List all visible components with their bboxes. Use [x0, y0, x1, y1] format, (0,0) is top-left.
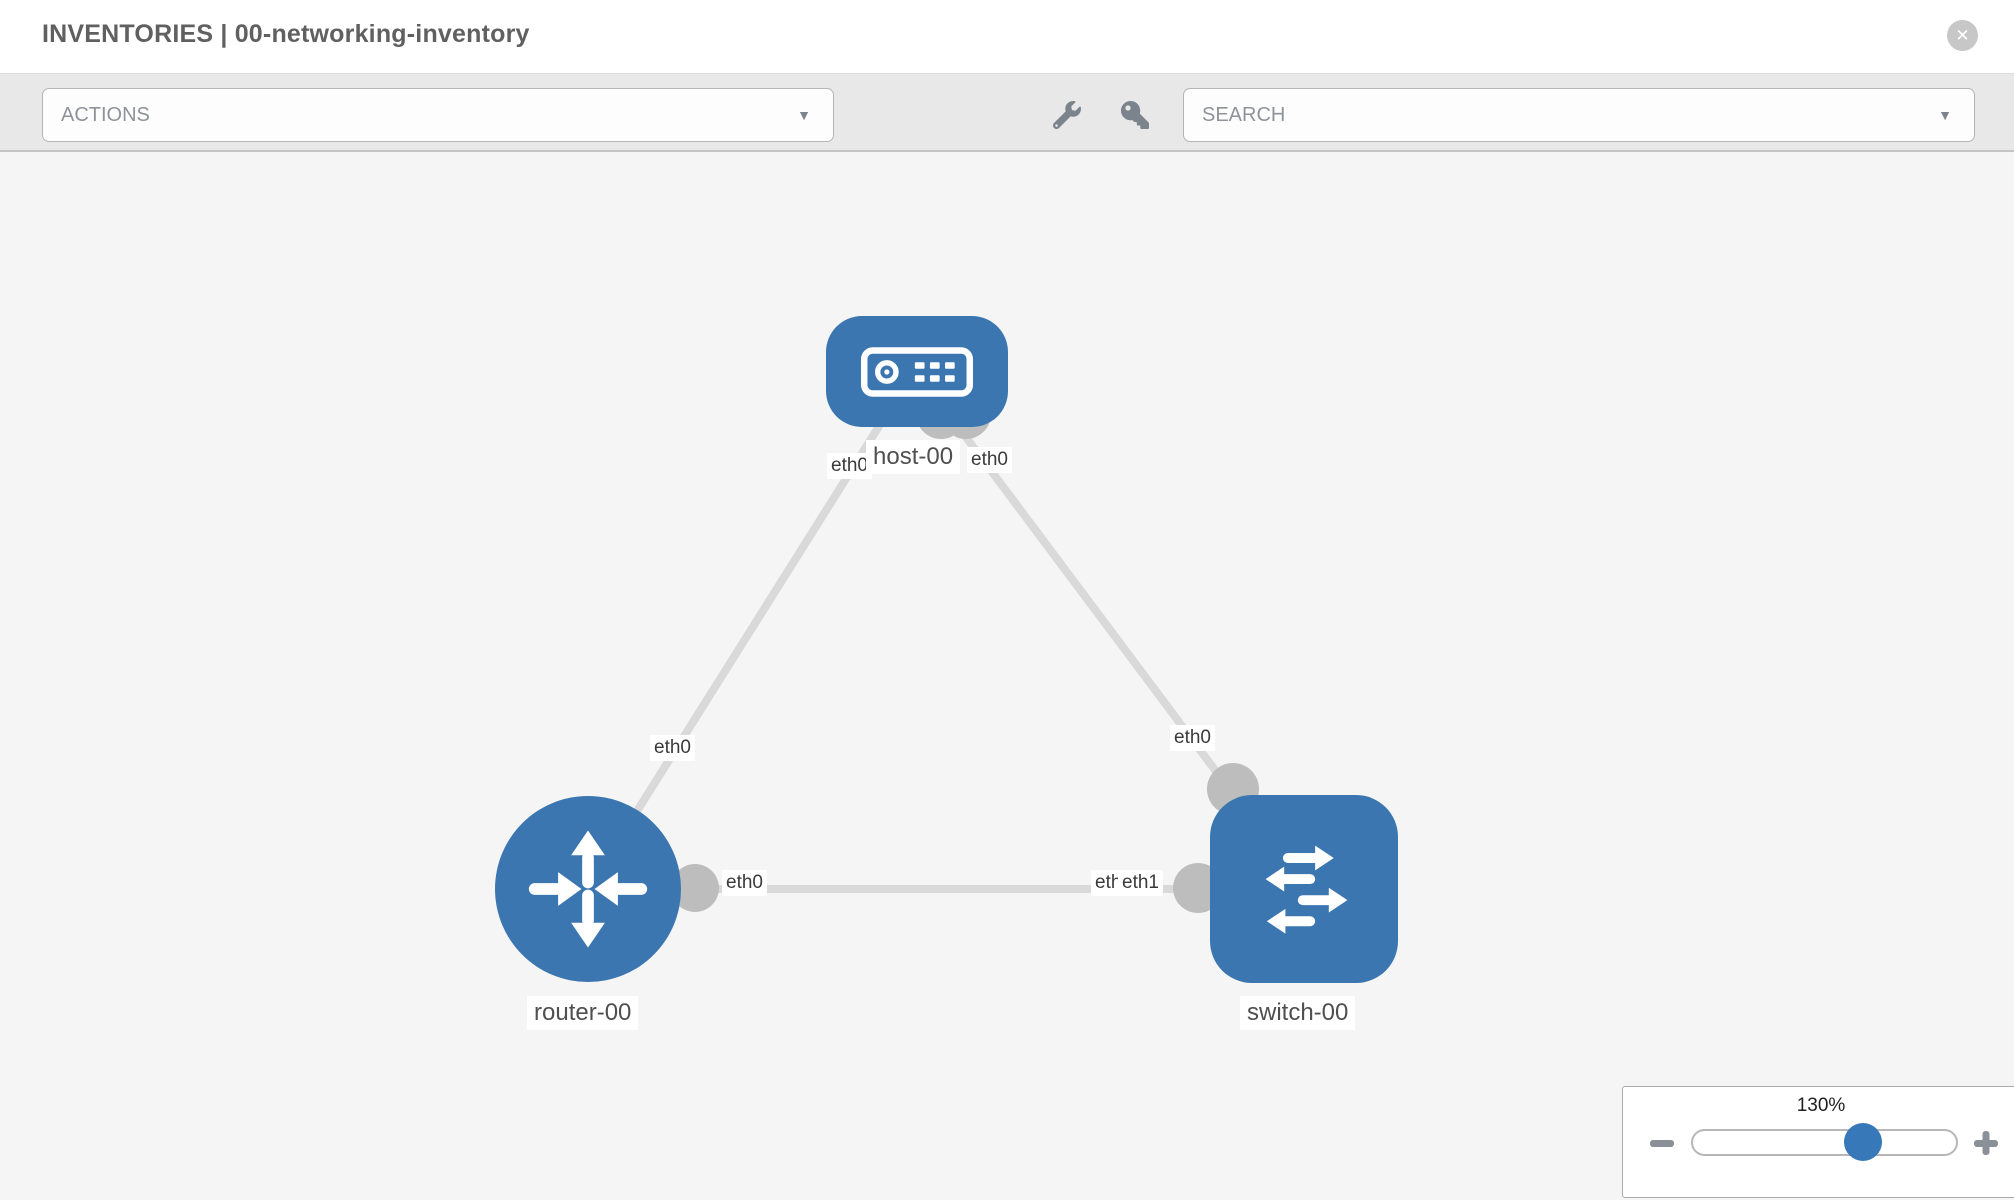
- toolbar: ACTIONS ▼ SEARCH ▼: [0, 73, 2014, 152]
- key-button[interactable]: [1118, 98, 1152, 132]
- node-label-router-00: router-00: [527, 996, 639, 1030]
- interface-dot: [671, 864, 719, 912]
- switch-icon: [1265, 845, 1348, 934]
- page-title: INVENTORIES | 00-networking-inventory: [42, 20, 530, 48]
- interface-label: eth0: [650, 735, 695, 761]
- host-icon: [861, 346, 973, 397]
- plus-icon: [1974, 1131, 1998, 1155]
- interface-label: eth0: [827, 453, 872, 479]
- zoom-level-text: 130%: [1796, 1095, 1846, 1116]
- node-router-00[interactable]: [495, 796, 681, 982]
- node-label-host-00: host-00: [866, 440, 961, 474]
- minus-icon: [1650, 1140, 1674, 1147]
- interface-label: eth0: [1170, 725, 1215, 751]
- node-host-00[interactable]: [826, 316, 1008, 427]
- interface-label: eth0: [967, 447, 1012, 473]
- interface-label: eth1: [1118, 870, 1163, 896]
- actions-dropdown[interactable]: ACTIONS ▼: [42, 88, 834, 142]
- chevron-down-icon: ▼: [1938, 107, 1952, 123]
- wrench-button[interactable]: [1050, 98, 1084, 132]
- zoom-out-button[interactable]: [1647, 1129, 1677, 1157]
- close-button[interactable]: ✕: [1947, 20, 1978, 51]
- zoom-in-button[interactable]: [1971, 1129, 2001, 1157]
- title-bar: INVENTORIES | 00-networking-inventory ✕: [0, 0, 2014, 73]
- actions-dropdown-label: ACTIONS: [61, 103, 150, 126]
- node-switch-00[interactable]: [1210, 795, 1398, 983]
- key-icon: [1121, 101, 1149, 129]
- topology-edges-layer: [584, 366, 1308, 913]
- zoom-slider-handle[interactable]: [1844, 1123, 1882, 1161]
- topology-canvas[interactable]: eth0 eth0 eth0 eth0 eth0 eth0 eth1 host-…: [0, 152, 2014, 1200]
- zoom-control-panel: 130%: [1622, 1086, 2014, 1198]
- node-label-switch-00: switch-00: [1240, 996, 1356, 1030]
- router-icon: [528, 830, 648, 948]
- close-icon: ✕: [1955, 25, 1970, 45]
- search-dropdown-label: SEARCH: [1202, 103, 1286, 126]
- search-dropdown[interactable]: SEARCH ▼: [1183, 88, 1975, 142]
- zoom-slider[interactable]: [1691, 1123, 1958, 1161]
- chevron-down-icon: ▼: [797, 107, 811, 123]
- interface-label: eth0: [722, 870, 767, 896]
- wrench-icon: [1053, 101, 1081, 129]
